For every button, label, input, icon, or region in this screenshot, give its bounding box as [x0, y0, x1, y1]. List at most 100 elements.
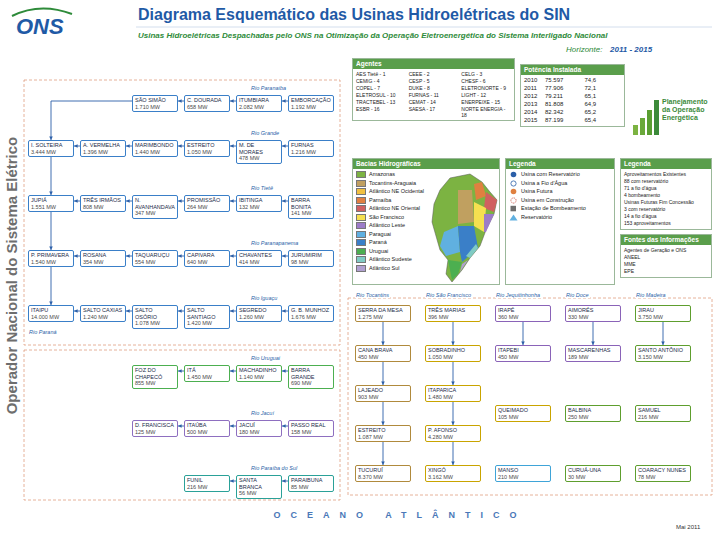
- table-cell: 81.808: [545, 101, 582, 108]
- plant-box: ITUMBIARA2.082 MW: [236, 95, 282, 112]
- plant-name: COARACY NUNES: [638, 467, 688, 474]
- legend-text: Parnaíba: [369, 197, 391, 204]
- panel-heading: Legenda: [621, 159, 711, 169]
- panel-line: 14 a fio d'água: [621, 213, 711, 219]
- plant-name: SANTA BRANCA: [239, 477, 279, 490]
- plant-name: A. VERMELHA: [83, 142, 123, 149]
- plant-box: SALTO SANTIAGO1.420 MW: [184, 305, 230, 329]
- header-rule: [136, 27, 712, 28]
- river-name: Rio Tocantins: [355, 292, 390, 298]
- legend-item: Atlântico NE Ocidental: [353, 188, 437, 195]
- legend-text: São Francisco: [369, 214, 404, 221]
- plant-box: SANTO ANTÔNIO3.150 MW: [635, 345, 691, 362]
- flow-connector: [523, 322, 524, 345]
- legend-text: Atlântico Sul: [369, 265, 400, 272]
- plant-name: IBITINGA: [239, 197, 279, 204]
- plant-name: CURUÁ-UNA: [568, 467, 618, 474]
- plant-capacity: 1.676 MW: [291, 314, 331, 321]
- table-cell: 79.211: [545, 93, 582, 100]
- river-name: Rio Jequitinhonha: [495, 292, 541, 298]
- plant-capacity: 478 MW: [239, 155, 279, 162]
- plant-box: PARAIBUNA85 MW: [288, 475, 334, 492]
- plant-capacity: 1.050 MW: [428, 354, 478, 361]
- plant-symbol: [511, 172, 517, 178]
- plant-name: SERRA DA MESA: [358, 307, 408, 314]
- region-outline: [348, 298, 712, 495]
- plant-symbol: [511, 180, 516, 185]
- plant-name: TAQUARUÇU: [135, 252, 175, 259]
- panel-line: Agentes de Geração e ONS: [621, 247, 711, 253]
- plant-capacity: 1.540 MW: [31, 259, 71, 266]
- panel-line: 88 com reservatório: [621, 178, 711, 184]
- flow-connector: [663, 322, 664, 345]
- plant-name: MARIMBONDO: [135, 142, 175, 149]
- legend-item: Atlântico Leste: [353, 222, 437, 229]
- legend-item: Reservatório: [506, 214, 614, 221]
- plant-box: CAPIVARA640 MW: [184, 250, 230, 267]
- plant-name: ITÁ: [187, 367, 227, 374]
- plant-capacity: 554 MW: [135, 259, 175, 266]
- plant-capacity: 1.450 MW: [187, 374, 227, 381]
- plant-name: MASCARENHAS: [568, 347, 618, 354]
- plant-box: BARRA BONITA141 MW: [288, 195, 334, 219]
- plant-name: TRÊS MARIAS: [428, 307, 478, 314]
- table-cell: DUKE - 8: [409, 85, 459, 91]
- plant-box: XINGÓ3.162 MW: [425, 465, 481, 482]
- plant-capacity: 658 MW: [187, 104, 227, 111]
- plant-box: CURUÁ-UNA30 MW: [565, 465, 621, 482]
- plant-box: BARRA GRANDE690 MW: [288, 365, 334, 389]
- plant-name: C. DOURADA: [187, 97, 227, 104]
- plant-name: SOBRADINHO: [428, 347, 478, 354]
- plant-capacity: 158 MW: [291, 429, 331, 436]
- plant-capacity: 125 MW: [135, 429, 175, 436]
- table-cell: 2014: [524, 109, 542, 116]
- plant-capacity: 1.396 MW: [83, 149, 123, 156]
- panel-line: ANEEL: [621, 254, 711, 260]
- plant-box: ROSANA354 MW: [80, 250, 126, 267]
- plant-box: A. VERMELHA1.396 MW: [80, 140, 126, 157]
- plant-name: SANTO ANTÔNIO: [638, 347, 688, 354]
- subtitle: Usinas Hidroelétricas Despachadas pelo O…: [138, 31, 608, 40]
- plant-capacity: 141 MW: [291, 210, 331, 217]
- brazil-map: [432, 174, 497, 282]
- plant-box: P. AFONSO4.280 MW: [425, 425, 481, 442]
- legend-text: Atlântico NE Oriental: [369, 205, 420, 212]
- legend-item: Usina em Construção: [506, 197, 614, 204]
- plant-box: ESTREITO1.050 MW: [184, 140, 230, 157]
- table-cell: 2011: [524, 85, 542, 92]
- plant-name: ESTREITO: [358, 427, 408, 434]
- table-cell: ELETROSUL - 10: [356, 92, 406, 98]
- table-cell: 65,1: [585, 93, 622, 100]
- plant-name: BALBINA: [568, 407, 618, 414]
- plant-name: PARAIBUNA: [291, 477, 331, 484]
- plant-name: JACUÍ: [239, 422, 279, 429]
- legend-swatch: [356, 222, 366, 229]
- legend-text: Uruguai: [369, 248, 388, 255]
- plant-capacity: 216 MW: [187, 484, 227, 491]
- legend-item: Parnaíba: [353, 197, 437, 204]
- horizon-years: 2011 - 2015: [610, 45, 652, 54]
- legend-text: Tocantins-Araguaia: [369, 180, 416, 187]
- plant-name: FUNIL: [187, 477, 227, 484]
- table-panel: AgentesAES Tietê - 1CEEE - 2CELG - 3CEMI…: [352, 58, 515, 121]
- legend-item: Amazonas: [353, 171, 437, 178]
- plant-name: P. PRIMAVERA: [31, 252, 71, 259]
- plant-name: JURUMIRIM: [291, 252, 331, 259]
- panel-line: 4 bombeamento: [621, 192, 711, 198]
- plant-name: MACHADINHO: [239, 367, 279, 374]
- plant-box: IRAPÉ360 MW: [495, 305, 551, 322]
- plant-capacity: 14.000 MW: [31, 314, 71, 321]
- plant-capacity: 1.192 MW: [291, 104, 331, 111]
- table-cell: NORTE ENERGIA - 18: [461, 106, 511, 118]
- plant-name: MANSO: [498, 467, 548, 474]
- plant-name: AIMORÉS: [568, 307, 618, 314]
- legend-text: Usina em Construção: [521, 197, 574, 204]
- table-cell: CEMIG - 4: [356, 78, 406, 84]
- panel-line: Usinas Futuras Fim Concessão: [621, 199, 711, 205]
- river-name: Rio Uruguai: [250, 355, 281, 361]
- plant-box: ITAIPU14.000 MW: [28, 305, 74, 322]
- plant-name: M. DE MORAES: [239, 142, 279, 155]
- plant-name: BARRA BONITA: [291, 197, 331, 210]
- flow-connector: [383, 402, 384, 425]
